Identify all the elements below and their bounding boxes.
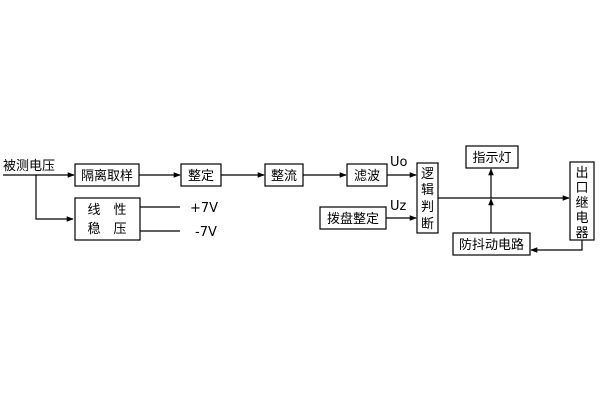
logic-char-2: 辑 [421,183,434,198]
regulator-label-line1: 线 性 [87,203,126,218]
input-label: 被测电压 [3,159,55,174]
anti-jitter-block [452,232,531,256]
relay-char-2: 口 [575,181,588,196]
shaping-label: 整定 [188,169,214,184]
uo-label: Uo [390,155,408,170]
regulator-label-line2: 稳 压 [87,221,126,237]
filter-label: 滤波 [354,169,380,184]
indicator-lamp-label: 指示灯 [472,151,511,166]
relay-char-3: 继 [575,196,588,211]
logic-char-4: 断 [421,217,434,232]
dial-setting-label: 拨盘整定 [327,211,379,227]
wire-branch-to-regulator [35,175,74,222]
relay-char-5: 器 [575,226,588,241]
logic-char-1: 逻 [421,167,434,182]
rectifier-label: 整流 [271,169,297,184]
isolation-sampling-label: 隔离取样 [81,168,133,184]
anti-jitter-label: 防抖动电路 [459,237,524,253]
logic-char-3: 判 [421,200,434,215]
linear-regulator-block [74,197,141,241]
wire-relay-feedback [530,240,583,253]
plus-7v-label: +7V [190,201,218,216]
minus-7v-label: -7V [195,225,217,240]
indicator-lamp-block [465,145,519,169]
output-relay-block [569,161,595,241]
relay-char-4: 电 [575,211,588,226]
relay-char-1: 出 [575,166,588,181]
uz-label: Uz [390,199,407,214]
